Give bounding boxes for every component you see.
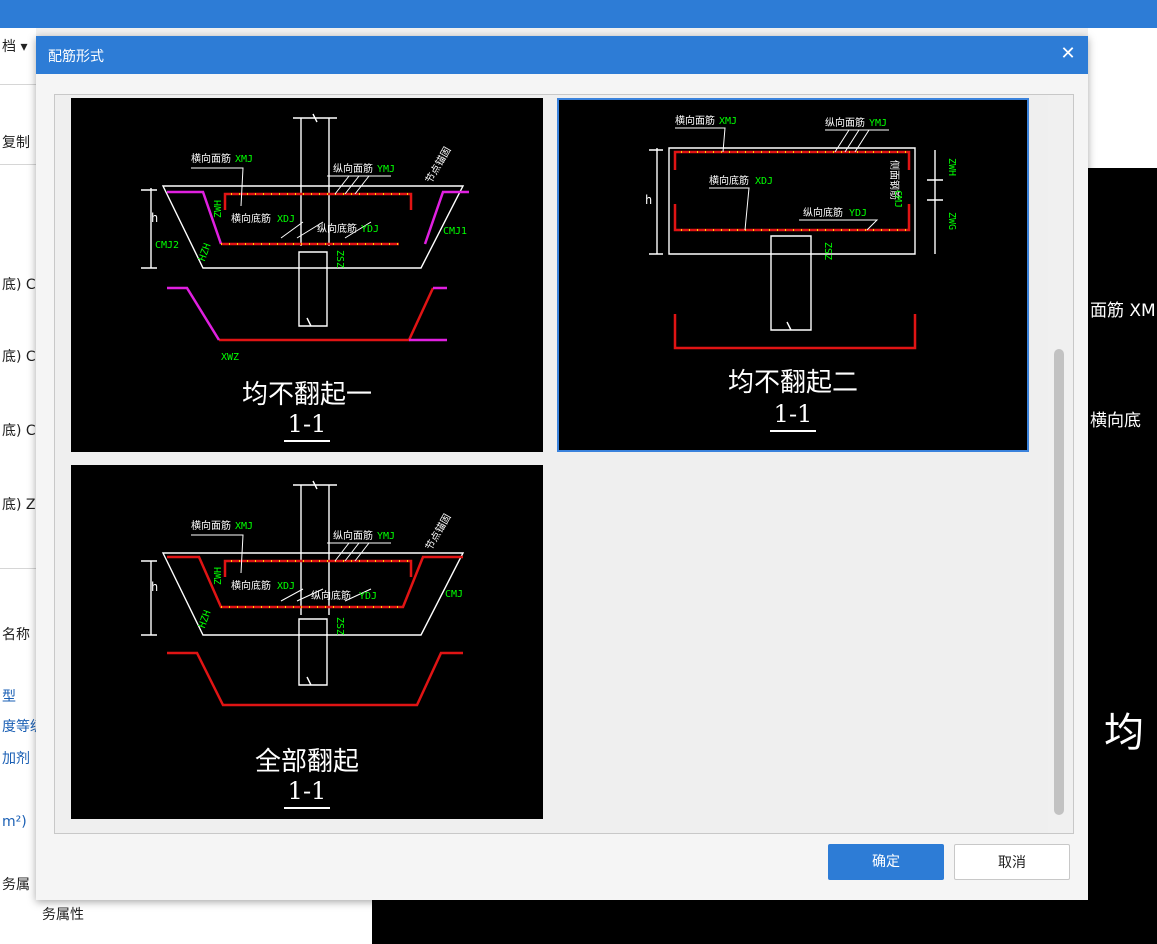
svg-text:CMJ: CMJ: [445, 589, 463, 600]
bg-prop-text: 型: [2, 689, 16, 705]
svg-text:CMJ2: CMJ2: [155, 240, 179, 251]
svg-text:纵向面筋: 纵向面筋: [333, 529, 373, 542]
svg-text:XMJ: XMJ: [235, 154, 253, 165]
svg-text:ZWH: ZWH: [213, 200, 224, 218]
svg-text:ZSZ: ZSZ: [334, 250, 345, 268]
svg-text:ZWG: ZWG: [946, 212, 957, 230]
bg-prop-text: 加剂: [2, 751, 30, 767]
svg-text:h: h: [151, 211, 158, 225]
svg-text:YMJ: YMJ: [377, 531, 395, 542]
option-card-2[interactable]: 横向面筋 XMJ 纵向面筋 YMJ 横向底筋 XDJ 纵向底筋 YDJ 侧面钢筋…: [557, 98, 1029, 452]
svg-text:h: h: [645, 193, 652, 207]
bg-prop-header: 名称: [2, 627, 30, 643]
svg-text:YDJ: YDJ: [361, 224, 379, 235]
svg-text:YMJ: YMJ: [869, 118, 887, 129]
option-card-1[interactable]: 横向面筋 XMJ 纵向面筋 YMJ 节点锚固 横向底筋 XDJ 纵向底筋 YDJ…: [71, 98, 543, 452]
svg-text:横向面筋: 横向面筋: [675, 114, 715, 127]
svg-text:纵向底筋: 纵向底筋: [311, 589, 351, 602]
app-top-bar: [0, 0, 1157, 28]
svg-text:节点锚固: 节点锚固: [423, 512, 453, 553]
rebar-diagram-3: 横向面筋 XMJ 纵向面筋 YMJ 节点锚固 横向底筋 XDJ 纵向底筋 YDJ…: [141, 480, 465, 707]
svg-text:XDJ: XDJ: [277, 581, 295, 592]
svg-text:CMJ1: CMJ1: [443, 226, 467, 237]
confirm-button[interactable]: 确定: [828, 844, 944, 880]
svg-text:h: h: [151, 580, 158, 594]
rebar-diagram-1: 横向面筋 XMJ 纵向面筋 YMJ 节点锚固 横向底筋 XDJ 纵向底筋 YDJ…: [141, 113, 469, 363]
background-bottom: 务属性: [36, 900, 1088, 944]
scrollbar-thumb[interactable]: [1054, 349, 1064, 815]
option-caption: 均不翻起二: [727, 368, 858, 398]
svg-text:横向底筋: 横向底筋: [231, 579, 271, 592]
reinforcement-form-dialog: 配筋形式 ✕: [36, 36, 1088, 900]
dialog-title-bar: 配筋形式 ✕: [36, 36, 1088, 74]
svg-text:横向底筋: 横向底筋: [709, 174, 749, 187]
bg-drawing-text: 均: [1104, 710, 1144, 756]
svg-text:YMJ: YMJ: [377, 164, 395, 175]
bg-list-text[interactable]: 底) C: [2, 277, 36, 293]
svg-text:HZH: HZH: [197, 242, 214, 263]
svg-text:ZSZ: ZSZ: [334, 617, 345, 635]
svg-text:XMJ: XMJ: [235, 521, 253, 532]
svg-text:CMJ: CMJ: [892, 190, 903, 208]
svg-text:横向面筋: 横向面筋: [191, 519, 231, 532]
bg-drawing-text: 横向底: [1090, 411, 1141, 431]
bg-list-text[interactable]: 底) C: [2, 423, 36, 439]
svg-text:XDJ: XDJ: [755, 176, 773, 187]
svg-text:YDJ: YDJ: [359, 591, 377, 602]
svg-text:纵向面筋: 纵向面筋: [825, 116, 865, 129]
bg-drawing-text: 面筋 XM: [1090, 301, 1156, 321]
svg-text:纵向底筋: 纵向底筋: [317, 222, 357, 235]
option-section-mark: 1-1: [71, 410, 543, 442]
background-left-panel: 档 ▾ 复制 底) C 底) C 底) C 底) Z 名称 型 度等级 加剂 m…: [0, 28, 44, 944]
option-caption: 均不翻起一: [241, 380, 372, 410]
bg-prop-text: 务属: [2, 877, 30, 893]
svg-text:XMJ: XMJ: [719, 116, 737, 127]
svg-text:XDJ: XDJ: [277, 214, 295, 225]
options-panel: 横向面筋 XMJ 纵向面筋 YMJ 节点锚固 横向底筋 XDJ 纵向底筋 YDJ…: [54, 94, 1074, 834]
svg-text:YDJ: YDJ: [849, 208, 867, 219]
vertical-scrollbar[interactable]: [1048, 95, 1073, 833]
bg-list-text[interactable]: 底) Z: [2, 497, 36, 513]
dialog-title: 配筋形式: [48, 49, 104, 65]
svg-text:ZWH: ZWH: [213, 567, 224, 585]
svg-text:XWZ: XWZ: [221, 352, 239, 363]
option-section-mark: 1-1: [559, 400, 1027, 432]
svg-text:纵向底筋: 纵向底筋: [803, 206, 843, 219]
bg-list-text[interactable]: 底) C: [2, 349, 36, 365]
svg-text:横向底筋: 横向底筋: [231, 212, 271, 225]
background-right-drawing: 面筋 XM 横向底 均: [1088, 28, 1157, 944]
option-caption: 全部翻起: [254, 747, 359, 777]
svg-text:ZWH: ZWH: [946, 158, 957, 176]
svg-text:ZSZ: ZSZ: [822, 242, 833, 260]
rebar-diagram-2: 横向面筋 XMJ 纵向面筋 YMJ 横向底筋 XDJ 纵向底筋 YDJ 侧面钢筋…: [645, 114, 957, 350]
close-icon[interactable]: ✕: [1060, 43, 1076, 64]
bg-menu-text[interactable]: 档 ▾: [2, 39, 28, 55]
svg-text:横向面筋: 横向面筋: [191, 152, 231, 165]
bg-prop-text: m²): [2, 814, 27, 830]
options-scroll-area[interactable]: 横向面筋 XMJ 纵向面筋 YMJ 节点锚固 横向底筋 XDJ 纵向底筋 YDJ…: [55, 95, 1048, 833]
bg-prop-text: 务属性: [42, 907, 84, 923]
svg-text:纵向面筋: 纵向面筋: [333, 162, 373, 175]
svg-text:HZH: HZH: [197, 609, 214, 630]
svg-text:节点锚固: 节点锚固: [423, 145, 453, 186]
option-section-mark: 1-1: [71, 777, 543, 809]
option-card-3[interactable]: 横向面筋 XMJ 纵向面筋 YMJ 节点锚固 横向底筋 XDJ 纵向底筋 YDJ…: [71, 465, 543, 819]
cancel-button[interactable]: 取消: [954, 844, 1070, 880]
bg-prop-text: 度等级: [2, 719, 44, 735]
bg-copy-text[interactable]: 复制: [2, 135, 30, 151]
svg-text:侧面钢筋: 侧面钢筋: [888, 160, 901, 200]
